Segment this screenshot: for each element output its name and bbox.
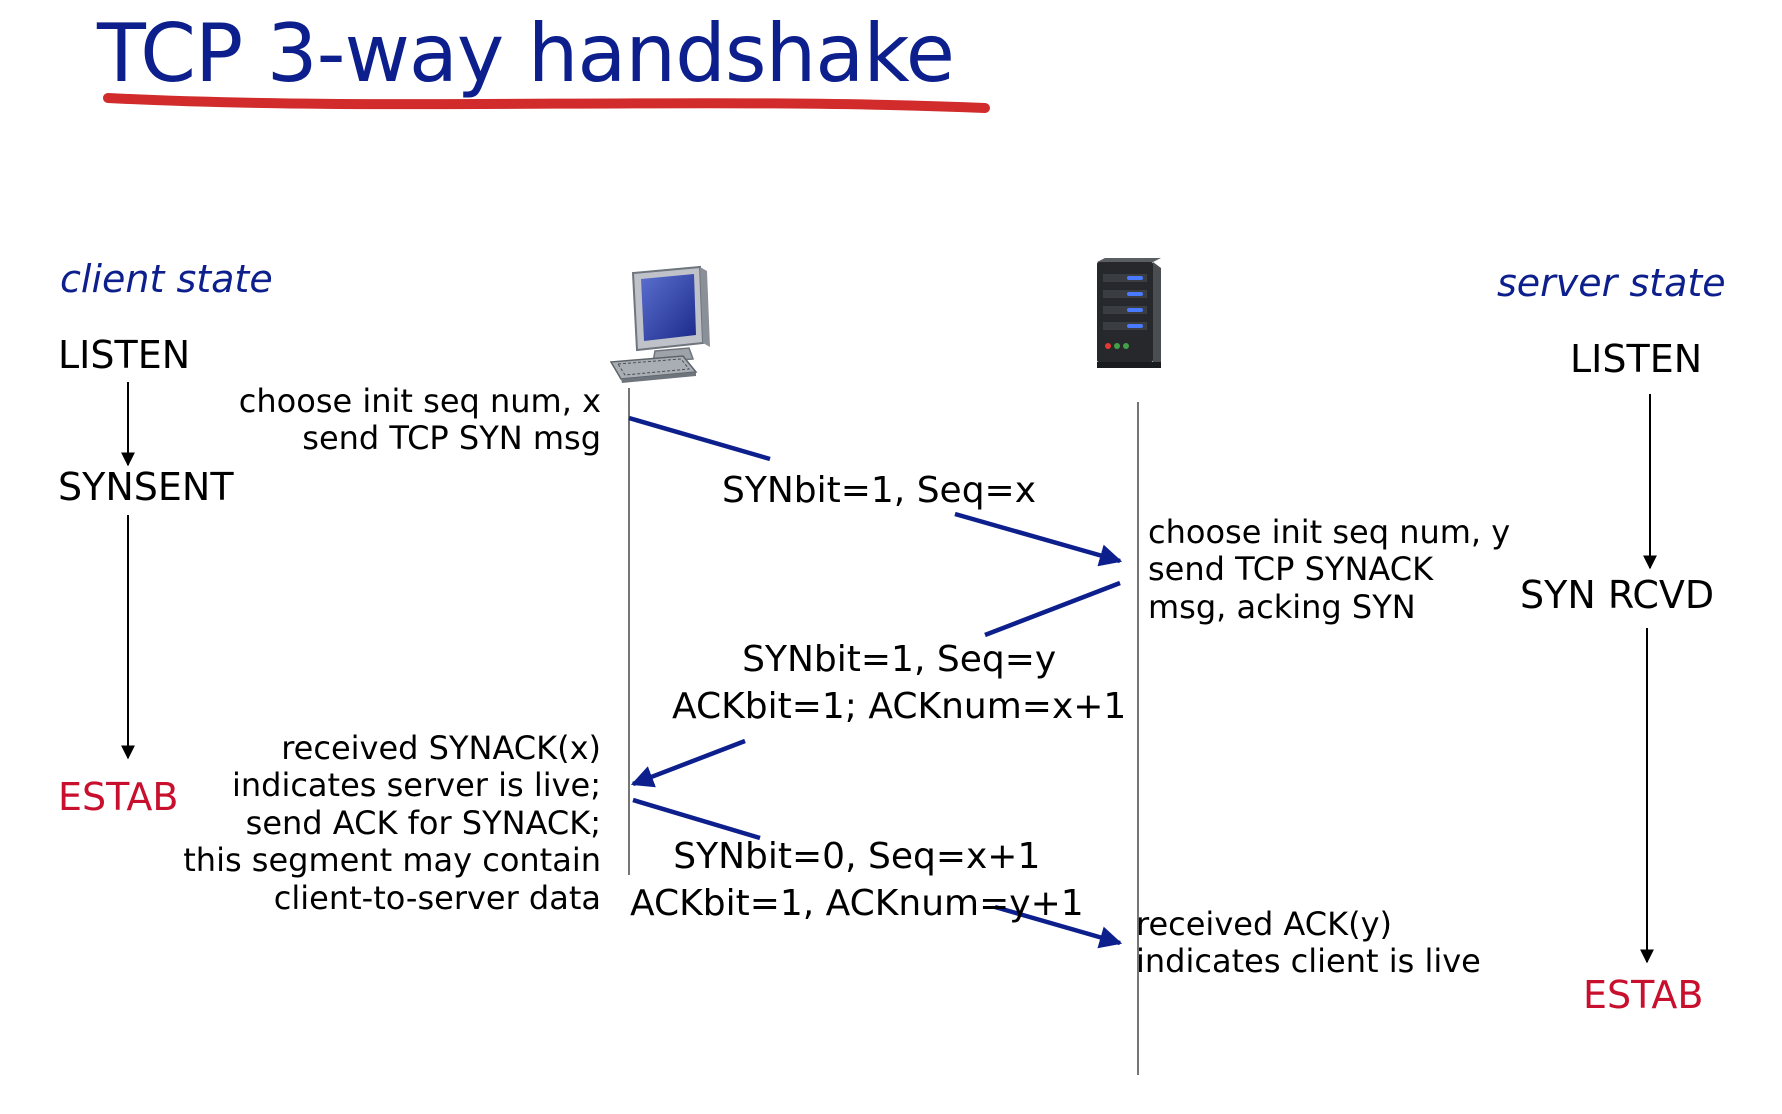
syn-arrow	[628, 415, 1123, 567]
server-state-header: server state	[1497, 261, 1726, 305]
desktop-computer-icon	[609, 265, 710, 383]
client-state-synsent: SYNSENT	[58, 465, 234, 509]
client-note-syn: choose init seq num, x send TCP SYN msg	[238, 382, 601, 458]
client-state-listen: LISTEN	[58, 333, 191, 377]
server-state-syn-rcvd: SYN RCVD	[1520, 573, 1715, 617]
ack-message-label: SYNbit=0, Seq=x+1 ACKbit=1, ACKnum=y+1	[630, 836, 1084, 924]
page-title: TCP 3-way handshake	[97, 7, 955, 100]
title-underline	[103, 93, 990, 113]
server-note-synack: choose init seq num, y send TCP SYNACK m…	[1148, 513, 1511, 626]
synack-message-label: SYNbit=1, Seq=y ACKbit=1; ACKnum=x+1	[672, 639, 1127, 727]
synack-arrow	[630, 580, 1121, 788]
ack-arrow	[632, 797, 1123, 949]
client-note-synack-received: received SYNACK(x) indicates server is l…	[183, 729, 601, 917]
client-state-header: client state	[60, 257, 273, 301]
server-note-ack-received: received ACK(y) indicates client is live	[1136, 905, 1481, 981]
client-state-estab: ESTAB	[58, 775, 179, 819]
server-state-estab: ESTAB	[1583, 973, 1704, 1017]
server-state-listen: LISTEN	[1570, 337, 1703, 381]
server-tower-icon	[1097, 258, 1161, 368]
syn-message-label: SYNbit=1, Seq=x	[722, 470, 1037, 511]
